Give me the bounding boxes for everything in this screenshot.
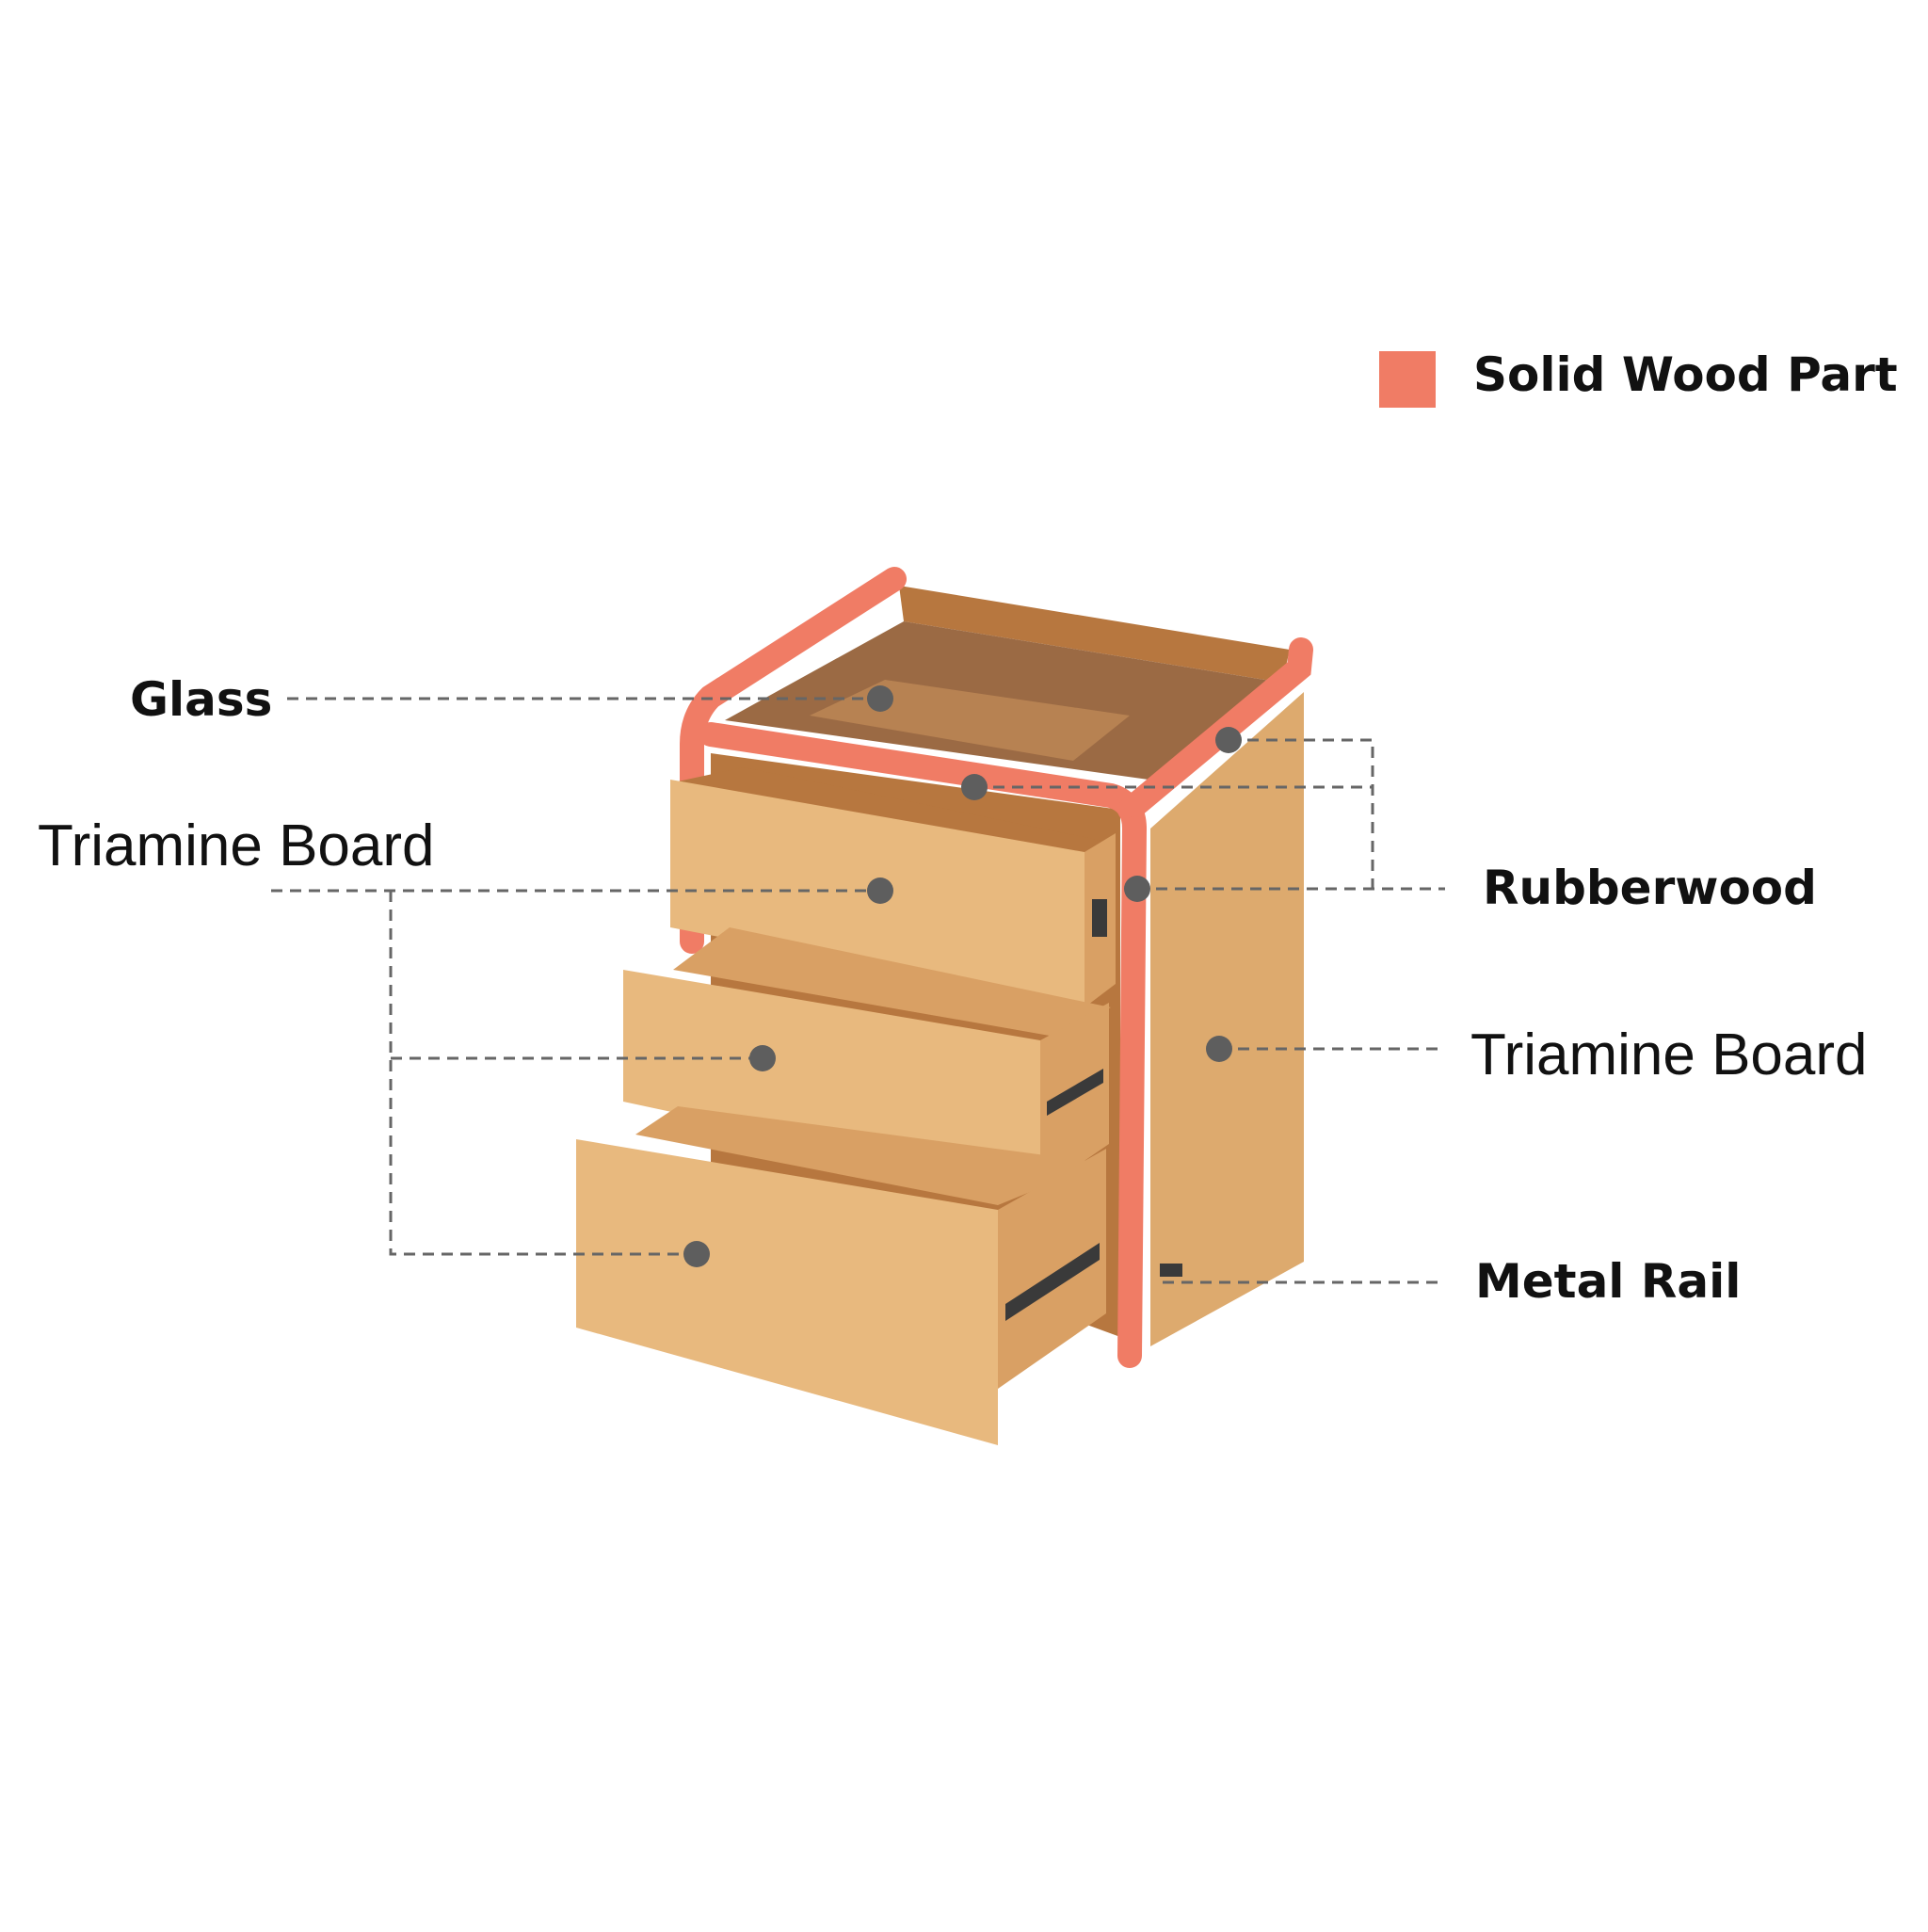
dot-rubberwood-front: [961, 774, 988, 800]
label-metal-rail: Metal Rail: [1475, 1254, 1742, 1309]
drawer-bottom-side: [998, 1149, 1106, 1389]
top-back-rail: [899, 586, 1290, 683]
leader-triamine-left-bracket: [389, 891, 697, 1256]
dot-glass: [867, 685, 893, 712]
side-rail-plate: [1160, 1264, 1182, 1277]
side-panel: [1150, 692, 1304, 1346]
label-triamine-board-right: Triamine Board: [1470, 1022, 1868, 1087]
solid-wood-frame: [680, 567, 1313, 1368]
drawer-middle-front: [623, 970, 1040, 1191]
dot-drawer-bottom: [683, 1241, 710, 1267]
drawer-bottom-inside: [635, 1106, 1101, 1205]
drawer-bottom-front: [576, 1139, 998, 1445]
label-triamine-board-left: Triamine Board: [38, 813, 435, 878]
leader-lines: [271, 697, 1445, 1284]
label-rubberwood: Rubberwood: [1483, 861, 1817, 915]
dot-drawer-top: [867, 877, 893, 904]
drawer-middle: [623, 927, 1111, 1191]
dot-rubberwood-post: [1124, 876, 1150, 902]
drawer-top-rail: [1092, 899, 1107, 937]
drawer-bottom: [576, 1106, 1182, 1445]
frame-left-top-edge: [680, 567, 907, 954]
dot-side-panel: [1206, 1036, 1232, 1062]
dot-rubberwood-right: [1215, 727, 1242, 753]
dot-drawer-middle: [749, 1045, 776, 1071]
drawer-bottom-rail: [1005, 1243, 1100, 1321]
label-glass: Glass: [130, 672, 273, 727]
drawer-middle-inside: [673, 927, 1111, 1036]
frame-front-post: [1117, 816, 1147, 1368]
glass-top: [725, 621, 1282, 780]
frame-right-top-edge: [1117, 637, 1313, 822]
legend-label: Solid Wood Part: [1473, 347, 1898, 402]
legend-swatch: [1379, 351, 1436, 408]
callout-dots: [683, 685, 1242, 1267]
drawer-middle-rail: [1047, 1069, 1103, 1116]
leader-rubberwood-1: [1229, 738, 1374, 888]
